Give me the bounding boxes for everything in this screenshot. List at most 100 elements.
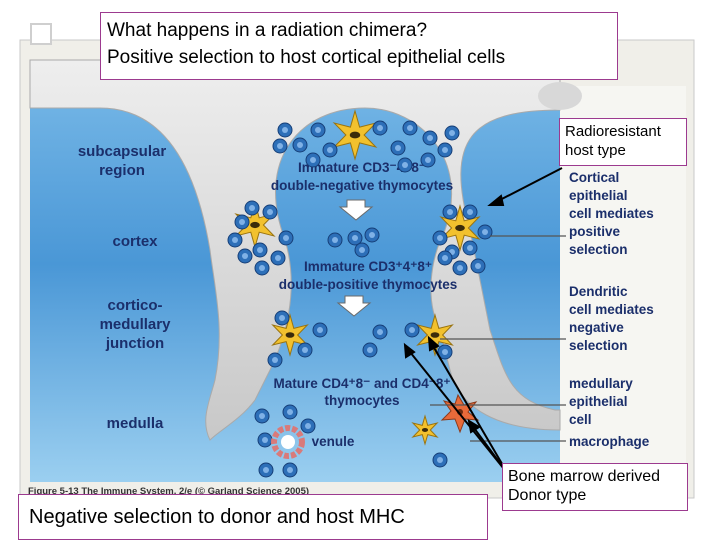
thymocyte-nucleus xyxy=(475,263,481,269)
thymocyte-nucleus xyxy=(437,235,443,241)
thymocyte-nucleus xyxy=(449,130,455,136)
thymocyte-nucleus xyxy=(262,437,268,443)
thymocyte-nucleus xyxy=(367,347,373,353)
thymocyte-nucleus xyxy=(442,255,448,261)
thymocyte-nucleus xyxy=(467,245,473,251)
thymocyte-nucleus xyxy=(442,349,448,355)
thymocyte-nucleus xyxy=(249,205,255,211)
donor-note-line-1: Bone marrow derived xyxy=(508,468,661,485)
thymocyte-nucleus xyxy=(402,162,408,168)
epithelial-nucleus xyxy=(349,131,361,139)
label-cortical-1: Cortical xyxy=(569,170,619,185)
region-cortex: cortex xyxy=(112,233,158,250)
label-mature-2: thymocytes xyxy=(324,393,399,408)
label-dendritic-3: negative xyxy=(569,320,624,335)
label-dendritic-1: Dendritic xyxy=(569,284,628,299)
label-cortical-2: epithelial xyxy=(569,188,628,203)
thymocyte-nucleus xyxy=(232,237,238,243)
venule xyxy=(271,425,305,459)
label-cortical-4: positive xyxy=(569,224,621,239)
label-macrophage: macrophage xyxy=(569,434,650,449)
annotation-arrows xyxy=(403,167,563,475)
thymocyte-nucleus xyxy=(315,127,321,133)
title-box: What happens in a radiation chimera? Pos… xyxy=(100,12,618,80)
label-double-positive-2: double-positive thymocytes xyxy=(279,277,458,292)
thymocyte-nucleus xyxy=(359,247,365,253)
thymocyte-nucleus xyxy=(277,143,283,149)
title-line-1: What happens in a radiation chimera? xyxy=(107,20,428,41)
thymocyte-nucleus xyxy=(242,253,248,259)
right-labels: Cortical epithelial cell mediates positi… xyxy=(569,170,654,449)
region-subcapsular-1: subcapsular xyxy=(78,143,167,160)
label-dendritic-4: selection xyxy=(569,338,628,353)
label-double-negative-1: Immature CD3⁻4⁻8⁻ xyxy=(298,160,426,175)
down-arrow-icon xyxy=(336,295,372,317)
region-labels: subcapsular region cortex cortico- medul… xyxy=(78,143,171,432)
thymocyte-nucleus xyxy=(317,327,323,333)
thymocyte-nucleus xyxy=(275,255,281,261)
flow-arrows xyxy=(336,199,374,317)
thymocyte-nucleus xyxy=(263,467,269,473)
thymocyte-nucleus xyxy=(287,409,293,415)
epithelial-nucleus xyxy=(285,332,295,338)
negative-selection-box: Negative selection to donor and host MHC xyxy=(18,494,488,540)
venule-lumen xyxy=(281,435,295,449)
epithelial-nucleus xyxy=(421,428,429,432)
thymocyte-nucleus xyxy=(257,247,263,253)
thymocyte-nucleus xyxy=(297,142,303,148)
figure-caption: Figure 5-13 The Immune System, 2/e (© Ga… xyxy=(28,486,309,497)
arrow-donor-head-icon xyxy=(427,335,440,352)
thymocyte-nucleus xyxy=(395,145,401,151)
label-venule: venule xyxy=(312,434,355,449)
region-medulla: medulla xyxy=(107,415,164,432)
corner-square-icon xyxy=(30,23,52,45)
thymocyte-nucleus xyxy=(447,209,453,215)
title-line-2: Positive selection to host cortical epit… xyxy=(107,47,506,68)
thymocyte-nucleus xyxy=(377,125,383,131)
label-mature-1: Mature CD4⁺8⁻ and CD4⁻8⁺ xyxy=(273,376,450,391)
label-medullary-2: epithelial xyxy=(569,394,628,409)
arrow-donor-head-icon xyxy=(403,342,416,359)
arrow-donor-line-2 xyxy=(432,345,509,475)
thymocyte-nucleus xyxy=(425,157,431,163)
label-double-negative-2: double-negative thymocytes xyxy=(271,178,453,193)
thymocyte-nucleus xyxy=(352,235,358,241)
host-note-line-1: Radioresistant xyxy=(565,123,661,140)
thymocyte-nucleus xyxy=(287,467,293,473)
arrow-donor-head-icon xyxy=(467,419,481,434)
label-cortical-3: cell mediates xyxy=(569,206,654,221)
venule-ring xyxy=(271,425,305,459)
thymocyte-nucleus xyxy=(310,157,316,163)
region-corticomedullary-2: medullary xyxy=(100,316,172,333)
thymocyte-nucleus xyxy=(302,347,308,353)
thymocyte-nucleus xyxy=(327,147,333,153)
thymocyte-nucleus xyxy=(332,237,338,243)
thymocyte-nucleus xyxy=(457,265,463,271)
label-cortical-5: selection xyxy=(569,242,628,257)
thymocyte-nucleus xyxy=(272,357,278,363)
region-subcapsular-2: region xyxy=(99,162,145,179)
label-medullary-1: medullary xyxy=(569,376,633,391)
arrow-host-line xyxy=(495,167,563,203)
thymocyte-nucleus xyxy=(239,219,245,225)
epithelial-nucleus xyxy=(430,332,440,338)
thymocyte-nucleus xyxy=(467,209,473,215)
label-medullary-3: cell xyxy=(569,412,592,427)
thymocyte-nucleus xyxy=(427,135,433,141)
arrow-host-head-icon xyxy=(487,194,505,206)
thymocyte-nucleus xyxy=(259,413,265,419)
thymocyte-nucleus xyxy=(409,327,415,333)
epithelial-nucleus xyxy=(250,221,260,229)
down-arrow-icon xyxy=(338,199,374,221)
thymocyte-nucleus xyxy=(282,127,288,133)
label-dendritic-2: cell mediates xyxy=(569,302,654,317)
thymocyte-nucleus xyxy=(482,229,488,235)
arrow-donor-line-1 xyxy=(409,351,509,475)
thymocyte-nucleus xyxy=(305,423,311,429)
host-note-line-2: host type xyxy=(565,142,626,159)
thymocyte-nucleus xyxy=(377,329,383,335)
capsule-blob xyxy=(538,82,582,110)
thymocyte-nucleus xyxy=(267,209,273,215)
